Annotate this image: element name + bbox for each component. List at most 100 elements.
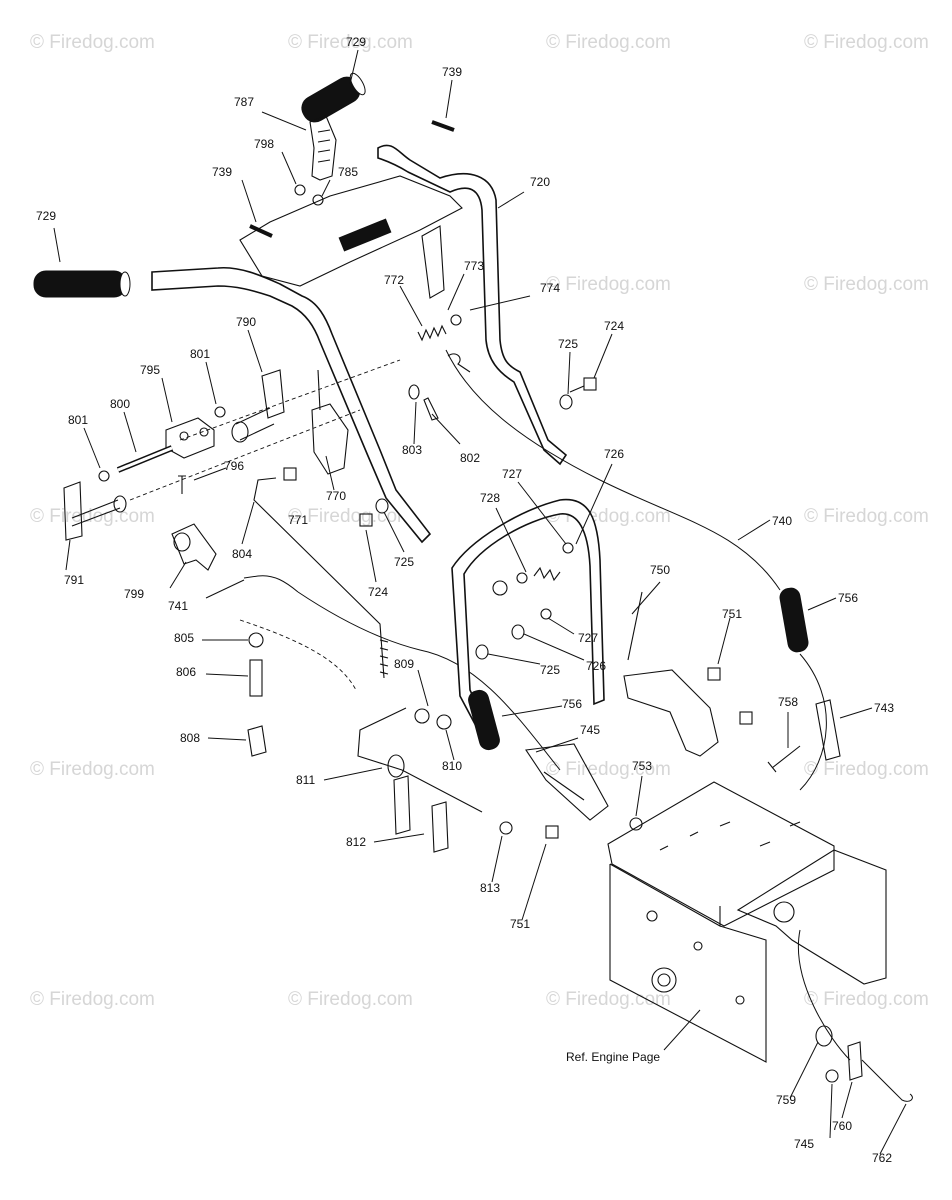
cable-740 (445, 349, 781, 591)
washer-810 (436, 714, 452, 730)
bracket-808 (247, 725, 267, 757)
spring-728 (533, 566, 561, 582)
nut-801-left (98, 470, 110, 482)
label-750: 750 (650, 563, 670, 577)
label-811: 811 (296, 773, 315, 787)
nut-809 (414, 708, 430, 724)
watermark: © Firedog.com (288, 32, 413, 53)
control-frame-726 (451, 498, 605, 728)
bolt-724-right (569, 377, 597, 393)
label-791: 791 (64, 573, 84, 587)
label-741: 741 (168, 599, 188, 613)
nut-727-mid (540, 608, 552, 620)
grip-756-mid (468, 689, 500, 751)
spring-772 (417, 324, 447, 342)
bolt-751-low (545, 825, 559, 839)
bolt-751-right (707, 667, 721, 681)
label-745: 745 (580, 723, 600, 737)
nut-813 (499, 821, 513, 835)
label-729: 729 (346, 35, 366, 49)
washer-725-right (559, 394, 573, 410)
bolt-724-mid (359, 513, 373, 527)
watermark: © Firedog.com (30, 759, 155, 780)
label-804: 804 (232, 547, 252, 561)
panel-slot (338, 218, 392, 252)
label-740: 740 (772, 514, 792, 528)
watermark: © Firedog.com (288, 989, 413, 1010)
label-802: 802 (460, 451, 480, 465)
yoke-799 (171, 523, 217, 571)
label-743: 743 (874, 701, 894, 715)
label-773: 773 (464, 259, 484, 273)
plate-743 (815, 699, 841, 761)
washer-774 (450, 314, 462, 326)
label-771: 771 (288, 513, 308, 527)
frame-side-panel (736, 849, 887, 985)
washer-803 (408, 384, 420, 400)
label-795: 795 (140, 363, 160, 377)
washer-725-low (475, 644, 489, 660)
label-806: 806 (176, 665, 196, 679)
bolt-758 (767, 745, 801, 773)
label-726: 726 (586, 659, 606, 673)
label-753: 753 (632, 759, 652, 773)
label-796: 796 (224, 459, 244, 473)
watermark-layer: © Firedog.com © Firedog.com © Firedog.co… (30, 32, 929, 1010)
label-808: 808 (180, 731, 200, 745)
label-809: 809 (394, 657, 414, 671)
label-812: 812 (346, 835, 366, 849)
label-729: 729 (36, 209, 56, 223)
watermark: © Firedog.com (804, 274, 929, 295)
frame-top-plate (607, 781, 835, 927)
drive-control-assembly (451, 498, 841, 839)
label-725: 725 (558, 337, 578, 351)
label-790: 790 (236, 315, 256, 329)
label-759: 759 (776, 1093, 796, 1107)
bracket-791 (63, 481, 83, 541)
hook-774 (447, 353, 471, 373)
bracket-773 (421, 225, 445, 299)
label-725: 725 (540, 663, 560, 677)
label-725: 725 (394, 555, 414, 569)
label-813: 813 (480, 881, 500, 895)
washer-785 (312, 194, 324, 206)
bracket-812 (393, 775, 449, 853)
label-751: 751 (510, 917, 530, 931)
leader-lines (53, 49, 907, 1155)
watermark: © Firedog.com (546, 274, 671, 295)
label-727: 727 (502, 467, 522, 481)
watermark: © Firedog.com (546, 32, 671, 53)
label-756: 756 (838, 591, 858, 605)
bracket-760 (847, 1041, 863, 1081)
spacer-806 (249, 659, 263, 697)
label-805: 805 (174, 631, 194, 645)
washer-726-mid (511, 624, 525, 640)
washer-725-mid (375, 498, 389, 514)
shaft-811 (357, 707, 483, 813)
label-751: 751 (722, 607, 742, 621)
label-798: 798 (254, 137, 274, 151)
nut-798 (294, 184, 306, 196)
watermark: © Firedog.com (804, 32, 929, 53)
handle-tube-left (151, 266, 432, 544)
part-labels: 729 739 787 798 785 739 720 729 772 773 … (36, 35, 894, 1165)
watermark: © Firedog.com (30, 32, 155, 53)
label-803: 803 (402, 443, 422, 457)
frame-front-panel (609, 863, 767, 1063)
label-787: 787 (234, 95, 254, 109)
label-799: 799 (124, 587, 144, 601)
label-785: 785 (338, 165, 358, 179)
shift-shaft-assembly (247, 632, 643, 853)
label-810: 810 (442, 759, 462, 773)
reference-note: Ref. Engine Page (566, 1050, 660, 1064)
label-772: 772 (384, 273, 404, 287)
bolt-796 (178, 475, 186, 494)
handle-tube-720 (377, 144, 568, 466)
bracket-790 (261, 369, 285, 419)
label-724: 724 (368, 585, 388, 599)
cable-end-762 (861, 1059, 913, 1102)
shift-lever-787 (309, 115, 337, 181)
label-726: 726 (604, 447, 624, 461)
grip-756-right (779, 587, 809, 653)
